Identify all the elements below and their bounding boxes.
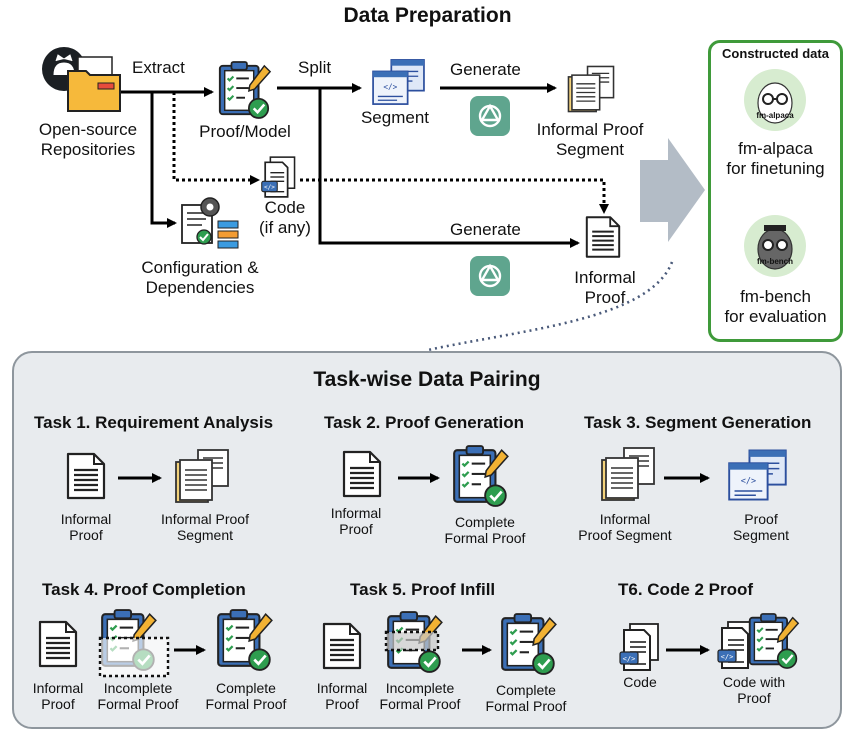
extract-label: Extract	[132, 58, 185, 77]
config-gear-icon	[178, 195, 242, 255]
page-title: Data Preparation	[343, 4, 512, 27]
task-6-input-label: Code	[623, 674, 657, 690]
task-2-output-icon	[450, 444, 512, 513]
bench-logo: fm-bench	[744, 215, 806, 277]
task-4-informal-icon	[38, 620, 78, 673]
task-3-input-icon	[598, 446, 658, 507]
proof-model-label: Proof/Model	[199, 122, 291, 141]
constructed-title: Constructed data	[722, 46, 829, 61]
task-1-output-icon	[172, 448, 232, 509]
task-3-output-icon	[726, 448, 790, 507]
code-label: Code(if any)	[259, 198, 311, 237]
config-label: Configuration &Dependencies	[141, 258, 259, 297]
task-1-title: Task 1. Requirement Analysis	[34, 413, 274, 432]
task-5-incomplete-icon	[384, 610, 456, 680]
task-4-title: Task 4. Proof Completion	[42, 580, 246, 599]
github-folder-icon	[40, 45, 130, 115]
generate-bottom-label: Generate	[450, 220, 521, 239]
alpaca-logo: fm-alpaca	[744, 69, 806, 131]
task-4-output-icon	[214, 608, 276, 677]
task-5-informal-icon	[322, 622, 362, 675]
task-5-output-icon	[498, 612, 560, 681]
task-6-code-icon	[618, 622, 662, 677]
pairing-title: Task-wise Data Pairing	[313, 368, 541, 391]
task-6-output-icon	[716, 612, 806, 676]
split-label: Split	[298, 58, 332, 77]
segment-label: Segment	[360, 108, 430, 127]
task-2-input-icon	[342, 450, 382, 503]
task-2-title: Task 2. Proof Generation	[324, 413, 524, 432]
task-3-title: Task 3. Segment Generation	[584, 413, 812, 432]
task-6-title: T6. Code 2 Proof	[618, 580, 754, 599]
task-4-incomplete-icon	[98, 608, 170, 678]
task-1-input-icon	[66, 452, 106, 505]
task-5-title: Task 5. Proof Infill	[350, 580, 496, 599]
generate-top-label: Generate	[450, 60, 521, 79]
pipeline-arrows	[118, 83, 705, 352]
